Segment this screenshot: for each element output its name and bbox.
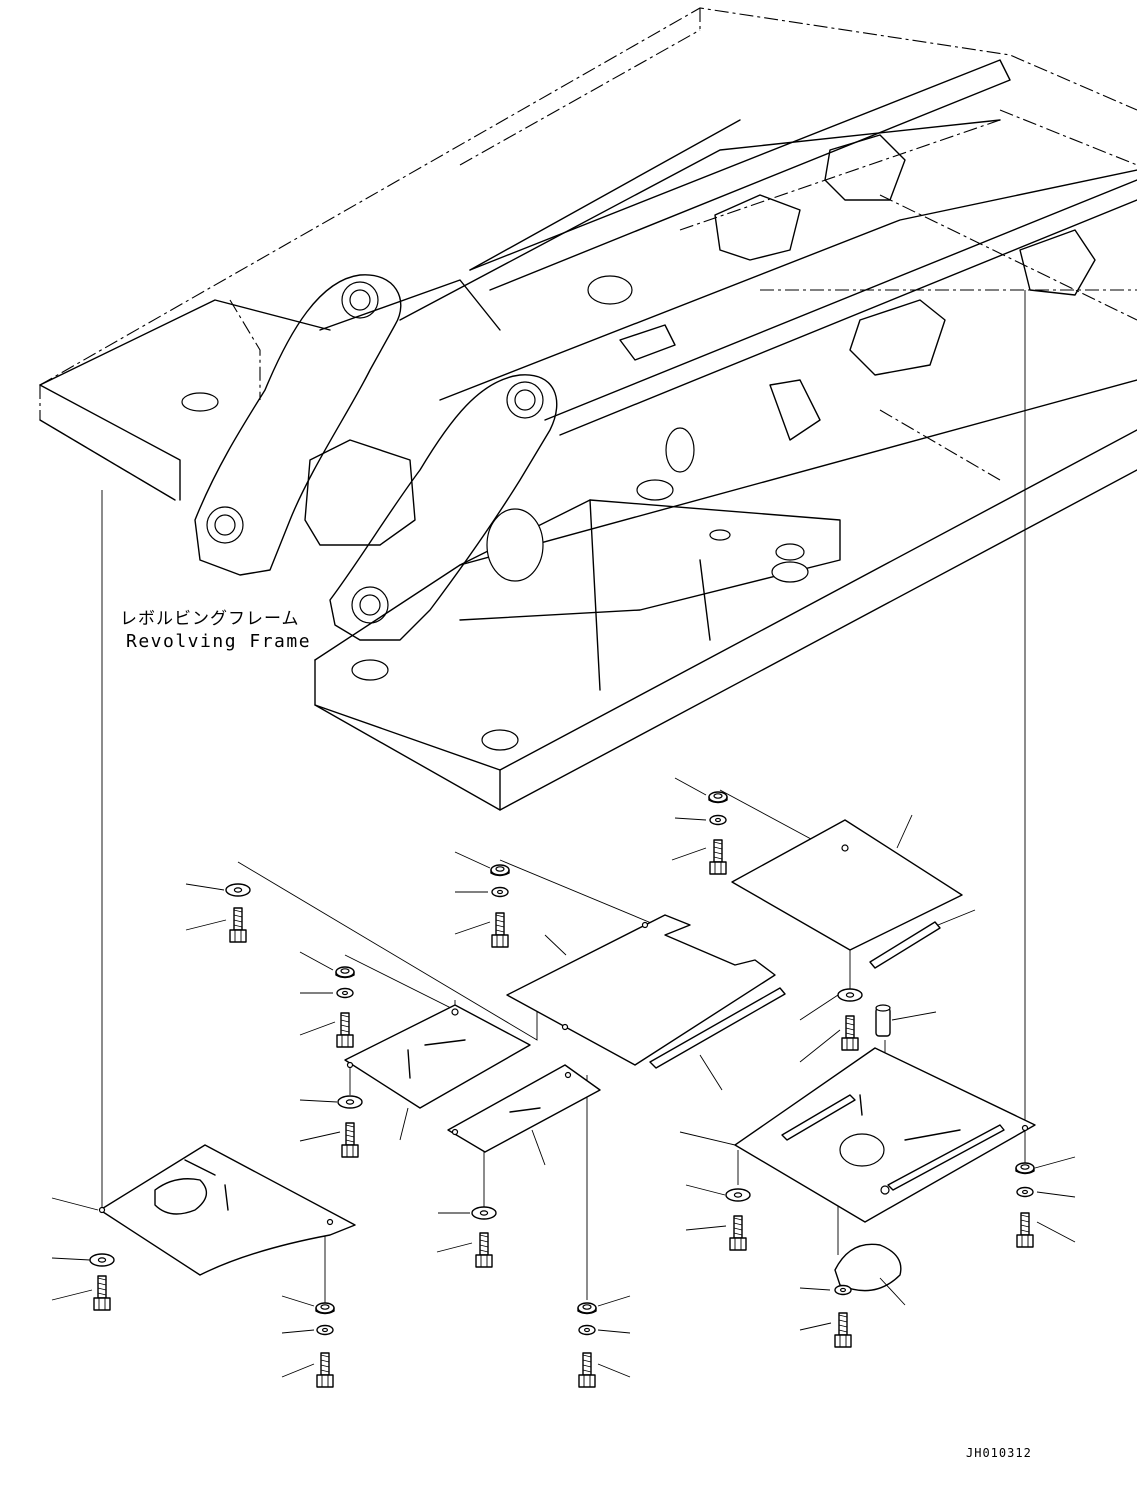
washer bbox=[316, 1324, 334, 1336]
cover-front-left bbox=[98, 1144, 356, 1276]
leader-line bbox=[879, 1277, 906, 1306]
leader-line bbox=[281, 1363, 315, 1378]
cover-center-small bbox=[447, 1064, 601, 1153]
leader-line bbox=[544, 934, 567, 956]
bolt bbox=[841, 1015, 859, 1051]
washer bbox=[337, 1095, 363, 1109]
washer bbox=[578, 1324, 596, 1336]
leader-line bbox=[937, 909, 976, 926]
revolving-frame bbox=[39, 7, 1137, 811]
bolt bbox=[93, 1275, 111, 1311]
washer bbox=[89, 1253, 115, 1267]
nut bbox=[708, 791, 728, 804]
bolt bbox=[491, 912, 509, 948]
leader-line bbox=[1036, 1191, 1076, 1198]
leader-line bbox=[674, 777, 707, 796]
leader-line bbox=[51, 1257, 91, 1261]
leader-line bbox=[281, 1295, 315, 1307]
leader-line bbox=[699, 1054, 723, 1091]
nut bbox=[577, 1302, 597, 1315]
leader-line bbox=[1034, 1156, 1076, 1169]
leader-line bbox=[685, 1184, 726, 1196]
leader-line bbox=[185, 883, 225, 891]
bolt bbox=[1016, 1212, 1034, 1248]
leader-line bbox=[299, 1131, 341, 1142]
leader-line bbox=[597, 1363, 631, 1378]
frame-name-en: Revolving Frame bbox=[126, 631, 312, 652]
leader-line bbox=[299, 951, 334, 971]
nut bbox=[1015, 1162, 1035, 1175]
leader-line bbox=[896, 814, 913, 849]
bolt bbox=[475, 1232, 493, 1268]
leader-line bbox=[281, 1329, 315, 1334]
bolt bbox=[316, 1352, 334, 1388]
leader-line bbox=[436, 1242, 473, 1253]
leader-line bbox=[674, 817, 707, 821]
leader-line bbox=[51, 1289, 93, 1301]
cover-right-top bbox=[731, 819, 963, 969]
leader-line bbox=[799, 994, 839, 1021]
leader-line bbox=[891, 1011, 937, 1021]
washer bbox=[225, 883, 251, 897]
leader-line bbox=[597, 1295, 631, 1307]
bolt bbox=[336, 1012, 354, 1048]
washer bbox=[1016, 1186, 1034, 1198]
leader-line bbox=[454, 921, 491, 935]
leader-line bbox=[685, 1225, 727, 1231]
frame-name-jp: レボルビングフレーム bbox=[120, 609, 300, 629]
washer bbox=[837, 988, 863, 1002]
leader-line bbox=[799, 1322, 832, 1331]
leader-line bbox=[799, 1287, 831, 1291]
washer bbox=[336, 987, 354, 999]
leader-line bbox=[679, 1131, 736, 1146]
leader-lines bbox=[51, 777, 1076, 1378]
washer bbox=[709, 814, 727, 826]
bolt bbox=[834, 1312, 852, 1348]
bolt bbox=[341, 1122, 359, 1158]
leader-line bbox=[399, 1107, 409, 1141]
washer bbox=[725, 1188, 751, 1202]
cover-left-small bbox=[344, 1004, 531, 1109]
fasteners bbox=[89, 791, 1035, 1388]
leader-line bbox=[799, 1029, 841, 1063]
leader-line bbox=[454, 851, 491, 869]
leader-line bbox=[1036, 1221, 1076, 1243]
bolt bbox=[229, 907, 247, 943]
washer bbox=[491, 886, 509, 898]
leader-line bbox=[51, 1197, 99, 1211]
washer bbox=[834, 1284, 852, 1296]
nut bbox=[490, 864, 510, 877]
leader-line bbox=[299, 1099, 338, 1103]
round-cover-plate bbox=[834, 1243, 902, 1292]
pin bbox=[875, 1004, 891, 1037]
nut bbox=[335, 966, 355, 979]
bolt bbox=[729, 1215, 747, 1251]
bolt bbox=[709, 839, 727, 875]
washer bbox=[471, 1206, 497, 1220]
leader-line bbox=[531, 1129, 546, 1166]
bolt bbox=[578, 1352, 596, 1388]
cover-center-main bbox=[506, 914, 786, 1069]
leader-line bbox=[597, 1329, 631, 1334]
nut bbox=[315, 1302, 335, 1315]
leader-line bbox=[185, 919, 227, 931]
leader-line bbox=[671, 847, 707, 861]
leader-line bbox=[299, 1021, 336, 1036]
cover-right-large bbox=[734, 1047, 1036, 1223]
drawing-id: JH010312 bbox=[966, 1446, 1032, 1460]
